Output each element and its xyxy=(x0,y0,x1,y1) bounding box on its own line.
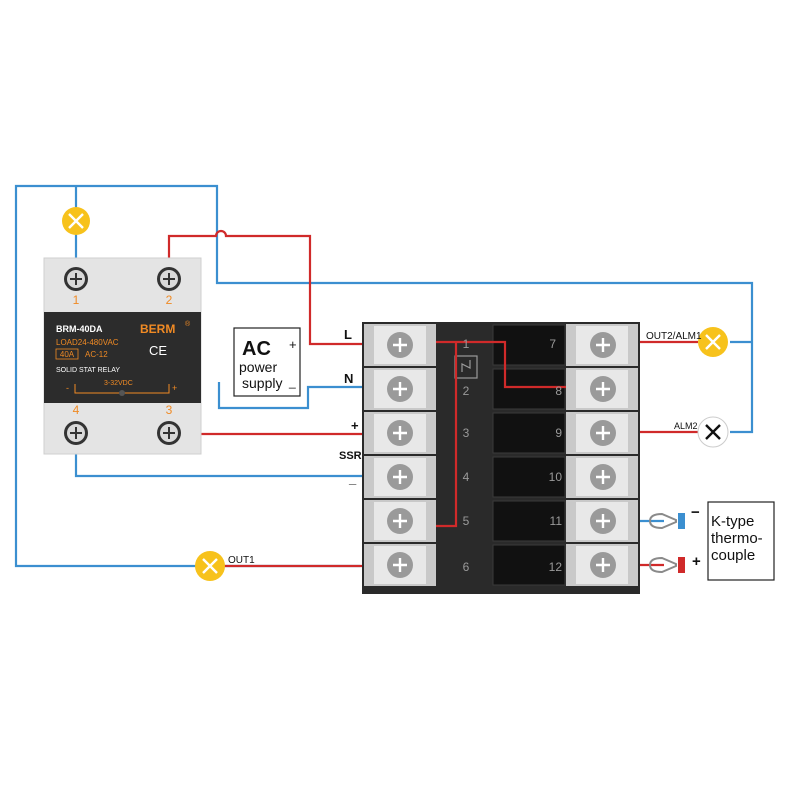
ac-power-supply: AC + power supply _ xyxy=(233,327,301,397)
relay-control-voltage: 3-32VDC xyxy=(104,380,133,387)
controller-terminal-6 xyxy=(364,544,436,586)
label-ssr-plus: + xyxy=(351,418,359,433)
alarm2-indicator xyxy=(697,416,729,448)
relay-terminal-2 xyxy=(157,267,181,291)
label-ssr-minus: _ xyxy=(348,471,357,486)
controller-right-terminals xyxy=(566,324,638,586)
label-L: L xyxy=(344,327,352,342)
power-supply-minus: _ xyxy=(288,375,296,389)
relay-brand: BERM xyxy=(140,322,175,336)
relay-terminal-label-4: 4 xyxy=(73,403,80,417)
label-N: N xyxy=(344,371,353,386)
temperature-controller: 1 2 3 4 5 6 7 8 9 10 11 12 xyxy=(362,322,640,594)
terminal-number-11: 11 xyxy=(550,514,563,528)
controller-terminal-12 xyxy=(566,544,638,586)
power-supply-line1: power xyxy=(239,359,277,375)
terminal-number-12: 12 xyxy=(549,560,563,574)
relay-led xyxy=(119,390,125,396)
lamp-out2-alm1 xyxy=(698,327,728,357)
terminal-number-7: 7 xyxy=(549,337,556,351)
terminal-number-2: 2 xyxy=(463,384,470,398)
thermocouple-line1: K-type xyxy=(711,513,754,530)
relay-terminal-3 xyxy=(157,421,181,445)
controller-terminal-5 xyxy=(364,500,436,542)
controller-terminal-9 xyxy=(566,412,638,454)
controller-terminal-2 xyxy=(364,368,436,410)
relay-load: LOAD24-480VAC xyxy=(56,338,119,347)
thermocouple-label-box xyxy=(707,501,775,581)
power-supply-line2: supply xyxy=(242,375,282,391)
terminal-number-8: 8 xyxy=(555,384,562,398)
thermocouple-minus-lead xyxy=(640,512,685,530)
solid-state-relay: 1 2 BRM-40DA BERM ® LOAD24-480VAC CE 40A… xyxy=(43,257,202,455)
relay-minus-sign: - xyxy=(66,383,69,393)
power-supply-title: AC xyxy=(242,338,271,360)
terminal-number-5: 5 xyxy=(463,514,470,528)
terminal-number-9: 9 xyxy=(555,426,562,440)
relay-terminal-label-3: 3 xyxy=(166,403,173,417)
controller-terminal-7 xyxy=(566,324,638,366)
power-supply-box xyxy=(233,327,301,397)
blue-wire-neutral xyxy=(217,382,362,410)
power-supply-plus: + xyxy=(289,337,297,352)
relay-terminal-1 xyxy=(64,267,88,291)
relay-current: 40A xyxy=(60,350,75,359)
controller-right-panels xyxy=(492,324,566,586)
lamp-out1 xyxy=(195,551,225,581)
controller-left-terminals xyxy=(364,324,436,586)
relay-model: BRM-40DA xyxy=(56,324,103,334)
relay-terminal-label-1: 1 xyxy=(73,293,80,307)
thermocouple-plus-lead xyxy=(640,556,685,574)
thermocouple: − + K-type thermo- couple xyxy=(640,501,775,581)
relay-type-label: SOLID STAT RELAY xyxy=(56,367,120,374)
label-alm2: ALM2 xyxy=(674,421,698,431)
lamp-top xyxy=(62,207,90,235)
relay-plus-sign: + xyxy=(172,383,177,393)
terminal-number-4: 4 xyxy=(463,470,470,484)
controller-terminal-8 xyxy=(566,368,638,410)
thermocouple-minus-sign: − xyxy=(691,504,700,521)
thermocouple-line2: thermo- xyxy=(711,530,763,547)
controller-terminal-3 xyxy=(364,412,436,454)
controller-terminal-1 xyxy=(364,324,436,366)
red-wire-live xyxy=(167,229,362,346)
terminal-number-3: 3 xyxy=(463,426,470,440)
terminal-number-6: 6 xyxy=(463,560,470,574)
relay-ce-mark: CE xyxy=(149,343,167,358)
internal-contact-wire xyxy=(436,340,566,528)
relay-brand-mark: ® xyxy=(185,320,191,328)
label-out2-alm1: OUT2/ALM1 xyxy=(646,331,702,342)
thermocouple-line3: couple xyxy=(711,547,755,564)
controller-terminal-11 xyxy=(566,500,638,542)
controller-terminal-10 xyxy=(566,456,638,498)
controller-terminal-4 xyxy=(364,456,436,498)
terminal-number-1: 1 xyxy=(463,337,470,351)
relay-terminal-label-2: 2 xyxy=(166,293,173,307)
relay-label-plate xyxy=(44,312,201,403)
label-out1: OUT1 xyxy=(228,555,255,566)
thermocouple-plus-sign: + xyxy=(692,553,701,570)
terminal-number-10: 10 xyxy=(549,470,563,484)
controller-center-panel xyxy=(440,322,492,594)
relay-current-box xyxy=(55,348,79,360)
relay-terminal-4 xyxy=(64,421,88,445)
label-ssr: SSR xyxy=(339,450,362,462)
relay-ac-type: AC-12 xyxy=(85,350,108,359)
